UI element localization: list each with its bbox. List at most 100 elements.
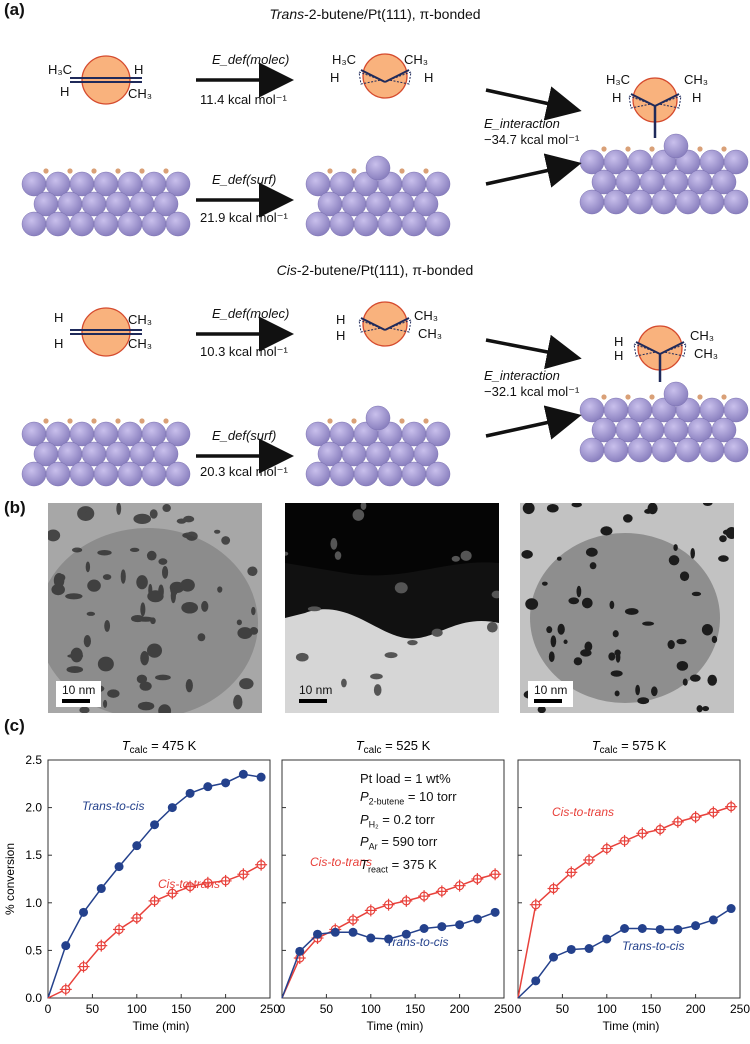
tem-image-475k: 10 nm — [48, 503, 262, 713]
pt-atom — [413, 441, 439, 467]
nanoparticle — [431, 628, 443, 637]
x-tick-label: 250 — [260, 1002, 280, 1016]
pt-adatom — [663, 133, 689, 159]
cc-bond — [659, 341, 685, 355]
atom-label: CH₃ — [690, 328, 715, 343]
plot-frame — [281, 759, 505, 999]
panel-a-label: (a) — [4, 0, 25, 19]
pt-atom — [401, 461, 427, 487]
pt-atom — [723, 397, 749, 423]
data-point — [96, 884, 106, 894]
series-line — [517, 907, 732, 999]
atom-label: H — [692, 90, 702, 105]
panel-a-schematic — [21, 53, 749, 487]
x-tick-label: 150 — [405, 1002, 425, 1016]
hashed-wedge — [633, 343, 658, 357]
y-tick-label: 0.0 — [25, 991, 42, 1005]
condition-p-ar: PAr = 590 torr — [360, 834, 438, 852]
nanoparticle — [133, 513, 152, 524]
x-tick-label: 50 — [556, 1002, 570, 1016]
nanoparticle — [614, 649, 621, 656]
data-point — [531, 976, 541, 986]
nanoparticle — [97, 656, 114, 672]
reaction-arrow — [485, 153, 582, 188]
nanoparticle — [136, 674, 148, 684]
atom-label: H₃C — [332, 52, 357, 67]
atom-label: H — [54, 336, 64, 351]
cis-title: Cis-2-butene/Pt(111), π-bonded — [276, 262, 474, 278]
data-point — [79, 907, 89, 917]
tem-texture — [48, 503, 262, 713]
nanoparticle — [373, 684, 382, 696]
data-point — [655, 924, 665, 934]
nanoparticle — [722, 529, 732, 535]
adsorbed-h-atom — [399, 418, 405, 424]
pt-atom — [45, 461, 71, 487]
scale-bar: 10 nm — [56, 681, 102, 707]
nanoparticle — [249, 627, 259, 635]
hashed-wedge — [358, 319, 383, 333]
adsorbed-h-atom — [327, 418, 333, 424]
x-tick-label: 50 — [320, 1002, 334, 1016]
nanoparticle — [116, 503, 122, 515]
pt-atom — [603, 189, 629, 215]
series-label: Trans-to-cis — [386, 935, 448, 949]
nanoparticle — [719, 535, 727, 543]
pt-atom — [699, 437, 725, 463]
x-tick-label: 200 — [686, 1002, 706, 1016]
pt-atom — [723, 189, 749, 215]
adsorbed-h-atom — [115, 168, 121, 174]
atom-label: H₃C — [606, 72, 631, 87]
atom-label: CH₃ — [414, 308, 439, 323]
nanoparticle — [137, 701, 155, 711]
pt-adatom — [365, 155, 391, 181]
pt-atom — [165, 461, 191, 487]
adsorbed-h-atom — [67, 168, 73, 174]
nanoparticle — [236, 619, 242, 626]
pt-atom — [353, 211, 379, 237]
cc-bond — [635, 341, 661, 355]
data-point — [61, 941, 71, 951]
pt-atom — [141, 211, 167, 237]
chart-title: Tcalc = 475 K — [122, 738, 197, 756]
pt-atom — [699, 189, 725, 215]
pt-atom — [69, 211, 95, 237]
nanoparticle — [140, 602, 146, 617]
pt-atom — [165, 421, 191, 447]
pt-atom — [329, 211, 355, 237]
pt-atom — [651, 437, 677, 463]
nanoparticle — [612, 630, 619, 638]
nanoparticle — [711, 635, 718, 644]
atom-label: CH₃ — [128, 86, 153, 101]
atom-label: H₃C — [48, 62, 73, 77]
nanoparticle — [239, 678, 254, 690]
nanoparticle — [180, 578, 195, 592]
nanoparticle — [608, 652, 616, 661]
pt-atom — [153, 191, 179, 217]
x-axis-label: Time (min) — [603, 1019, 660, 1033]
data-point — [472, 914, 482, 924]
nanoparticle — [557, 623, 565, 635]
data-point — [295, 946, 305, 956]
atom-label: CH₃ — [128, 336, 153, 351]
cis-einteraction-label: E_interaction — [484, 368, 560, 383]
adsorbed-h-atom — [139, 418, 145, 424]
nanoparticle — [201, 600, 209, 612]
pt-atom — [413, 191, 439, 217]
pt-atom — [45, 211, 71, 237]
nanoparticle — [696, 705, 703, 713]
data-point — [726, 904, 736, 914]
adsorbed-h-atom — [163, 168, 169, 174]
data-point — [708, 915, 718, 925]
nanoparticle — [185, 678, 193, 693]
nanoparticle — [487, 621, 498, 633]
nanoparticle — [285, 551, 289, 556]
cc-bond — [654, 93, 680, 107]
x-tick-label: 0 — [515, 1002, 522, 1016]
nanoparticle — [139, 681, 152, 691]
nanoparticle — [676, 661, 689, 671]
nanoparticle — [573, 657, 583, 666]
series-label: Cis-to-trans — [310, 855, 372, 869]
nanoparticle — [635, 684, 641, 696]
nanoparticle — [85, 561, 91, 573]
